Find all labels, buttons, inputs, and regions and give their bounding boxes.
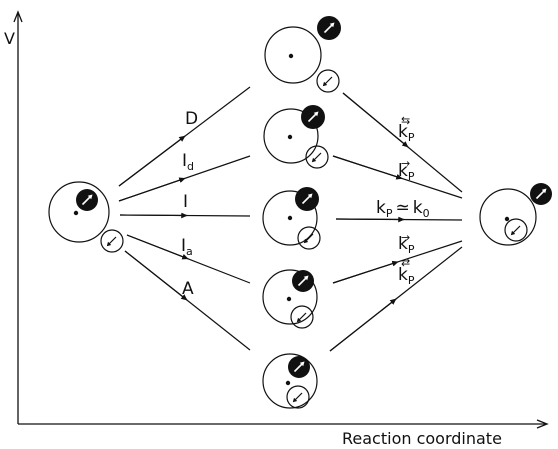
large-sphere (262, 353, 318, 409)
svg-text:kP: kP (398, 122, 415, 144)
svg-text:kP: kP (398, 161, 415, 183)
label-Id: Id (182, 151, 194, 173)
y-axis-label: V (4, 29, 15, 48)
rate-labels: ⇆ kP → kP kP≃k0 → kP ⇄ kP (376, 114, 430, 287)
intermediate-A (262, 353, 318, 409)
center-dot (504, 216, 510, 222)
label-Ia: Ia (181, 236, 193, 258)
center-dot (288, 53, 294, 59)
axes: V Reaction coordinate (4, 10, 549, 448)
label-I: I (183, 192, 188, 212)
center-dot (286, 296, 292, 302)
rate-kp-double-right: ⇄ kP (398, 256, 415, 287)
intermediate-I (262, 187, 321, 250)
label-D: D (185, 109, 198, 129)
svg-text:kP: kP (398, 265, 415, 287)
center-dot (73, 210, 79, 216)
large-sphere (262, 269, 318, 325)
svg-text:⇄: ⇄ (401, 256, 410, 269)
intermediate-D (264, 16, 341, 93)
rate-kp-right-lower: → kP (398, 231, 415, 256)
rate-kp-right-upper: → kP (398, 157, 415, 183)
svg-text:⇆: ⇆ (401, 114, 410, 127)
product-complex (479, 183, 552, 246)
small-sphere (286, 385, 310, 409)
intermediate-Id (263, 105, 329, 169)
small-sphere (297, 226, 321, 250)
small-sphere (316, 69, 340, 93)
product-pathways (329, 92, 463, 352)
reactant-pathways (118, 86, 251, 351)
small-sphere (504, 218, 528, 242)
svg-text:→: → (401, 231, 410, 244)
center-dot (287, 134, 293, 140)
center-dot (287, 215, 293, 221)
large-sphere (262, 190, 318, 246)
path-labels: D Id I Ia A (181, 109, 198, 299)
small-sphere (305, 145, 329, 169)
center-dot (285, 380, 291, 386)
reactant-complex (48, 181, 124, 253)
small-sphere (290, 305, 314, 329)
label-A: A (182, 279, 194, 299)
large-sphere (48, 181, 110, 243)
x-axis-label: Reaction coordinate (342, 429, 502, 448)
svg-text:kP: kP (398, 234, 415, 256)
intermediate-Ia (262, 269, 318, 329)
large-sphere (479, 188, 537, 246)
large-sphere (264, 26, 322, 84)
large-sphere (263, 108, 319, 164)
svg-text:→: → (401, 157, 410, 170)
rate-kp-double-left: ⇆ kP (398, 114, 415, 144)
small-sphere (100, 229, 124, 253)
y-axis-arrow (13, 10, 23, 23)
x-axis-arrow (536, 419, 549, 429)
rate-kp-approx-k0: kP≃k0 (376, 198, 430, 220)
